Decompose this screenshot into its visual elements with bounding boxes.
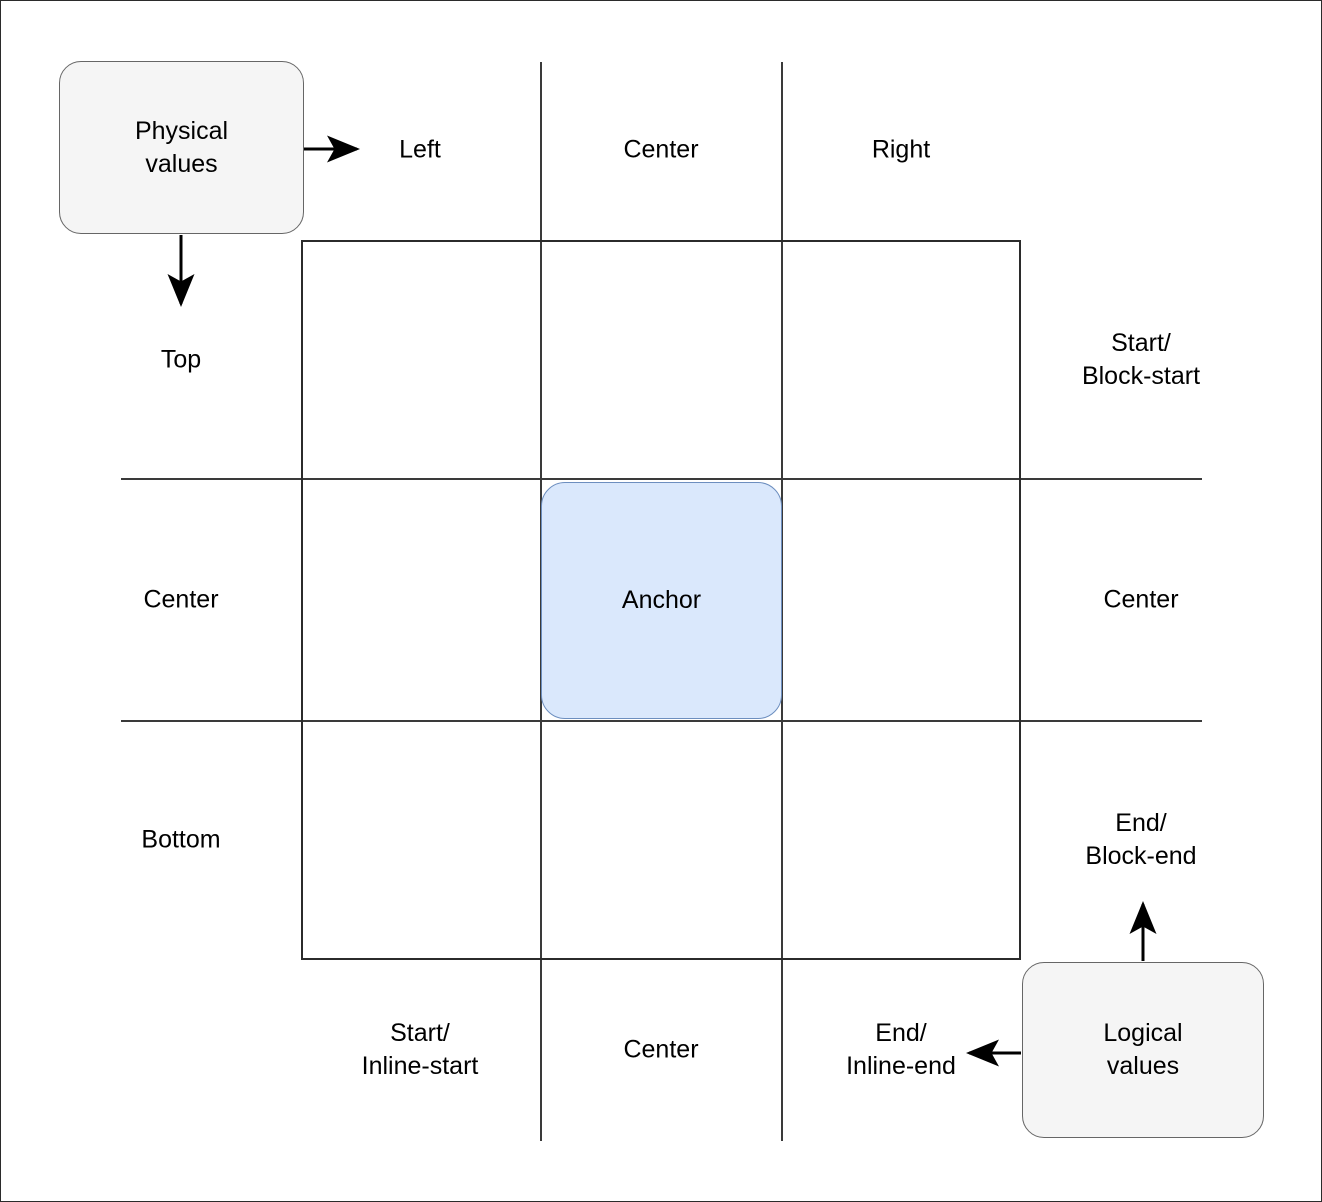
gridline-vertical-right — [781, 62, 783, 1141]
anchor-box[interactable]: Anchor — [541, 482, 782, 719]
axis-label-bottom-inline-end: End/ Inline-end — [846, 1019, 956, 1080]
gridline-horizontal-bottom — [121, 720, 1202, 722]
gridline-horizontal-top — [121, 478, 1202, 480]
axis-label-bottom-inline-start: Start/ Inline-start — [361, 1019, 479, 1080]
axis-label-left-center: Center — [143, 585, 219, 614]
axis-label-right-block-start: Start/ Block-start — [1081, 329, 1201, 390]
axis-label-right-block-end: End/ Block-end — [1085, 809, 1197, 870]
physical-values-box[interactable]: Physical values — [59, 61, 304, 234]
containing-block-rect — [301, 240, 1021, 960]
axis-label-top-center: Center — [623, 135, 699, 164]
axis-label-top-left: Left — [399, 135, 441, 164]
axis-label-left-top: Top — [160, 345, 202, 374]
axis-label-right-center: Center — [1103, 585, 1179, 614]
logical-values-box[interactable]: Logical values — [1022, 962, 1264, 1138]
axis-label-left-bottom: Bottom — [141, 825, 221, 854]
axis-label-top-right: Right — [871, 135, 931, 164]
axis-label-bottom-center: Center — [623, 1035, 699, 1064]
